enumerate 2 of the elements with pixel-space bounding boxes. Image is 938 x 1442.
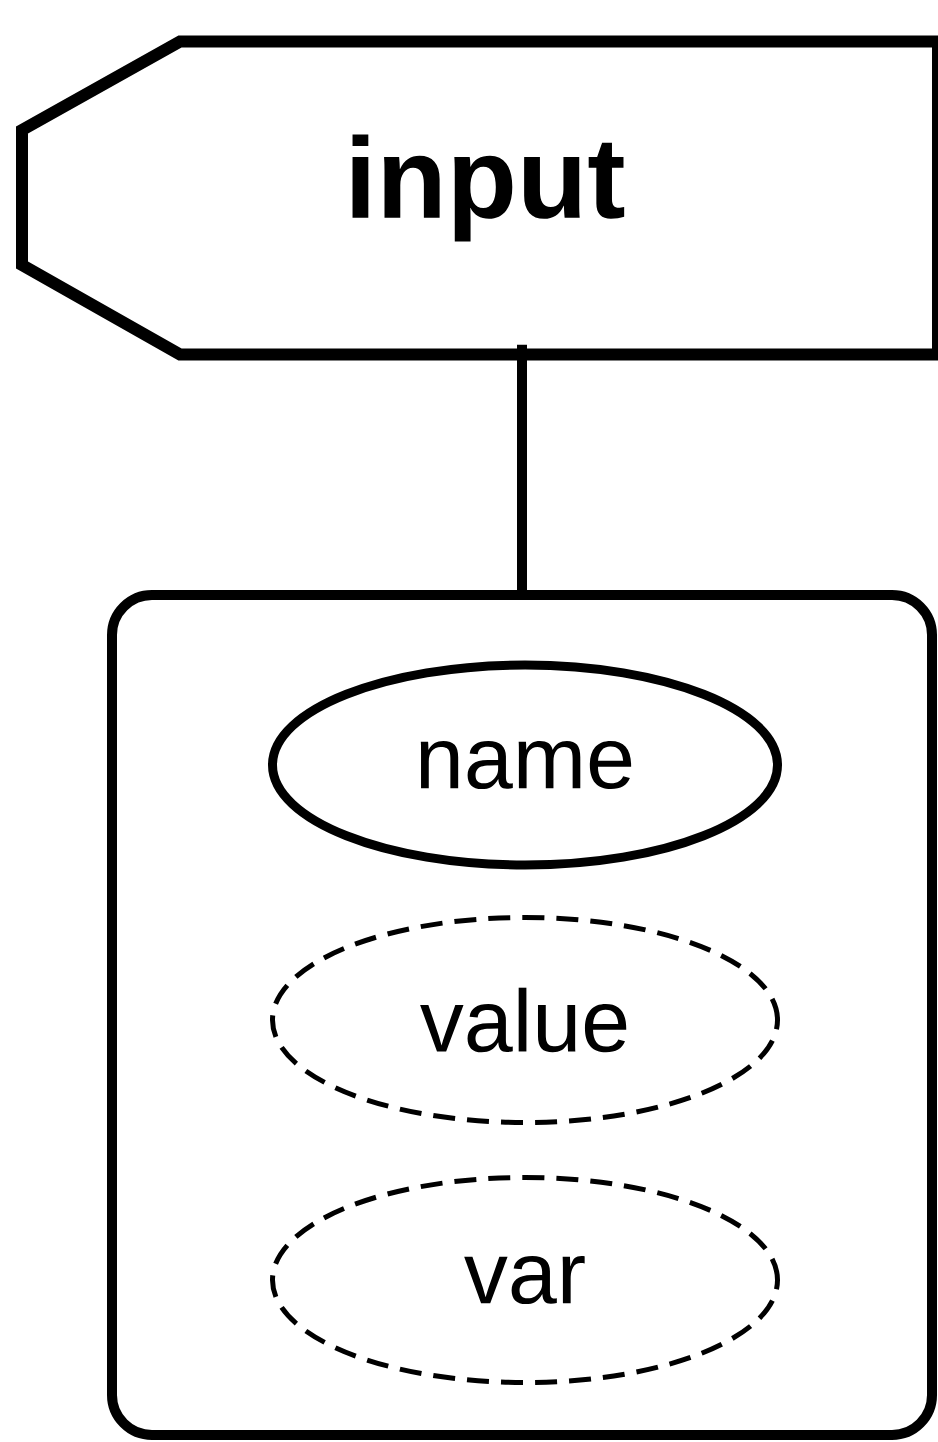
connector-line [517,344,527,590]
group-box [107,590,937,1440]
